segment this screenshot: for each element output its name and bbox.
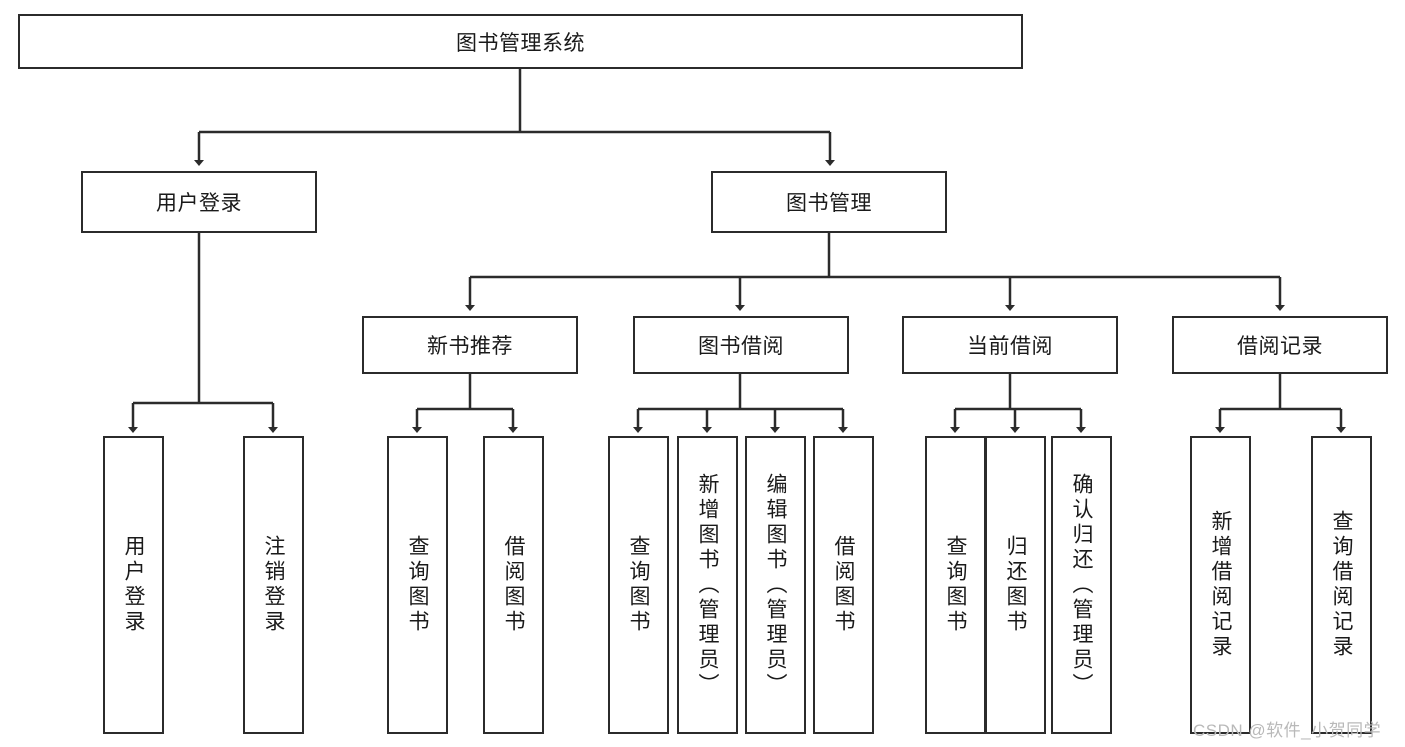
node-book-manage-label: 图书管理 <box>786 192 872 215</box>
leaf-query-book-borrow[interactable]: 查询图书 <box>608 436 669 734</box>
node-user-login[interactable]: 用户登录 <box>81 171 317 233</box>
leaf-logout-label: 注销登录 <box>262 535 285 635</box>
node-book-borrow[interactable]: 图书借阅 <box>633 316 849 374</box>
leaf-add-book-admin-label: 新增图书（管理员） <box>696 472 719 698</box>
leaf-query-book-borrow-label: 查询图书 <box>627 535 650 635</box>
leaf-query-book-current-label: 查询图书 <box>944 535 967 635</box>
leaf-borrow-book[interactable]: 借阅图书 <box>813 436 874 734</box>
leaf-borrow-book-label: 借阅图书 <box>832 535 855 635</box>
leaf-edit-book-admin[interactable]: 编辑图书（管理员） <box>745 436 806 734</box>
leaf-edit-book-admin-label: 编辑图书（管理员） <box>764 472 787 698</box>
leaf-confirm-return-admin[interactable]: 确认归还（管理员） <box>1051 436 1112 734</box>
leaf-return-book[interactable]: 归还图书 <box>985 436 1046 734</box>
leaf-confirm-return-admin-label: 确认归还（管理员） <box>1070 472 1093 698</box>
node-book-borrow-label: 图书借阅 <box>698 335 784 358</box>
edge-group-user-login <box>128 233 278 433</box>
leaf-query-borrow-record[interactable]: 查询借阅记录 <box>1311 436 1372 734</box>
edge-group-new-books <box>412 374 518 433</box>
node-borrow-records[interactable]: 借阅记录 <box>1172 316 1388 374</box>
edge-group-book-manage <box>465 233 1285 311</box>
node-root[interactable]: 图书管理系统 <box>18 14 1023 69</box>
leaf-query-book-recommend-label: 查询图书 <box>406 535 429 635</box>
node-root-label: 图书管理系统 <box>456 31 585 55</box>
leaf-query-book-recommend[interactable]: 查询图书 <box>387 436 448 734</box>
edge-group-records <box>1215 374 1346 433</box>
node-current-borrow-label: 当前借阅 <box>967 335 1053 358</box>
leaf-add-borrow-record[interactable]: 新增借阅记录 <box>1190 436 1251 734</box>
leaf-query-borrow-record-label: 查询借阅记录 <box>1330 510 1353 660</box>
leaf-query-book-current[interactable]: 查询图书 <box>925 436 986 734</box>
node-new-book-recommend[interactable]: 新书推荐 <box>362 316 578 374</box>
leaf-user-login[interactable]: 用户登录 <box>103 436 164 734</box>
leaf-logout[interactable]: 注销登录 <box>243 436 304 734</box>
edge-group-root <box>194 69 835 166</box>
leaf-add-book-admin[interactable]: 新增图书（管理员） <box>677 436 738 734</box>
edge-group-current-borrow <box>950 374 1086 433</box>
node-user-login-label: 用户登录 <box>156 192 242 215</box>
node-borrow-records-label: 借阅记录 <box>1237 335 1323 358</box>
leaf-borrow-book-recommend[interactable]: 借阅图书 <box>483 436 544 734</box>
leaf-return-book-label: 归还图书 <box>1004 535 1027 635</box>
leaf-add-borrow-record-label: 新增借阅记录 <box>1209 510 1232 660</box>
leaf-borrow-book-recommend-label: 借阅图书 <box>502 535 525 635</box>
node-current-borrow[interactable]: 当前借阅 <box>902 316 1118 374</box>
edge-group-borrow <box>633 374 848 433</box>
csdn-watermark: CSDN @软件_小贺同学 <box>1193 721 1382 740</box>
node-book-manage[interactable]: 图书管理 <box>711 171 947 233</box>
node-new-book-recommend-label: 新书推荐 <box>427 335 513 358</box>
leaf-user-login-label: 用户登录 <box>122 535 145 635</box>
